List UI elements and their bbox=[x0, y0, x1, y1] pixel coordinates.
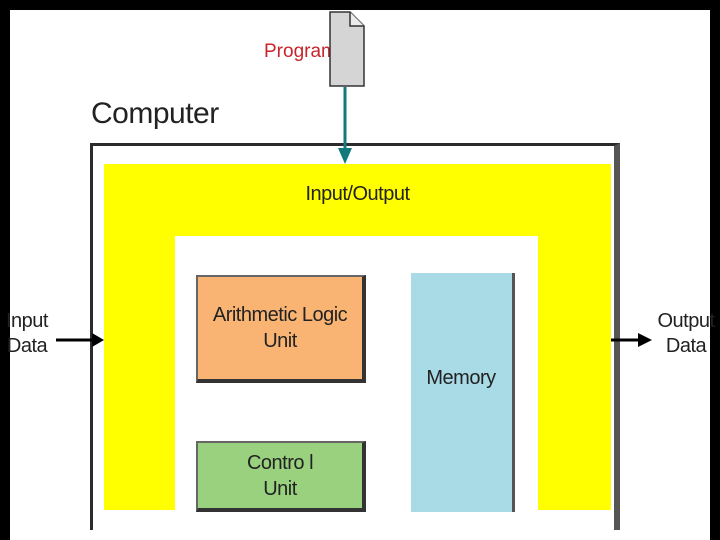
output-arrow bbox=[611, 333, 652, 347]
control-unit-box: Contro l Unit bbox=[196, 441, 366, 512]
input-arrow bbox=[56, 333, 104, 347]
output-data-label: Output Data bbox=[657, 310, 715, 357]
input-data-label: Input Data bbox=[6, 310, 48, 357]
computer-title: Computer bbox=[91, 97, 219, 130]
program-document-icon bbox=[329, 11, 365, 87]
alu-box: Arithmetic Logic Unit bbox=[196, 275, 366, 383]
memory-label: Memory bbox=[426, 367, 496, 389]
memory-box bbox=[411, 273, 515, 512]
program-arrow bbox=[338, 87, 352, 164]
program-label: Program bbox=[264, 41, 337, 62]
input-output-label: Input/Output bbox=[305, 183, 410, 205]
